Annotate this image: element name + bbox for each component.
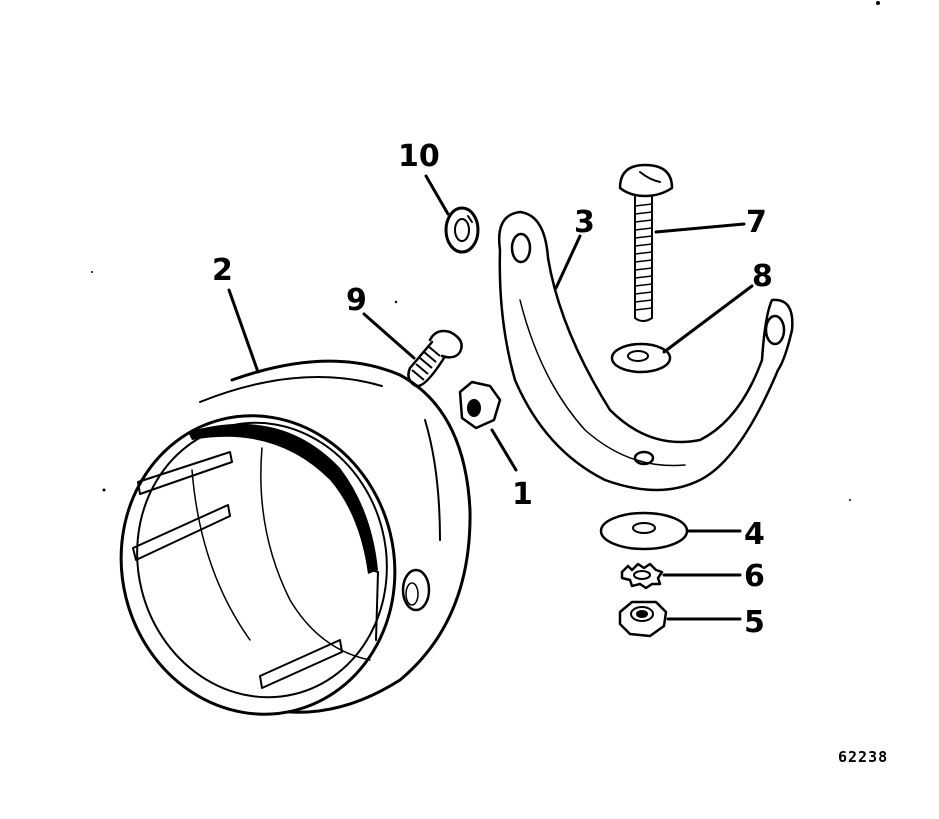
leader-7 <box>654 222 746 234</box>
bracket-outline <box>497 210 794 492</box>
hex-nut-5 <box>618 600 668 638</box>
housing-side-hole-inner <box>405 582 419 606</box>
lock-washer-10-split <box>467 215 473 223</box>
housing-inner-band <box>188 423 378 574</box>
housing-top-edge <box>199 376 383 403</box>
washer-8 <box>610 342 672 374</box>
bracket-hole-right <box>764 314 786 346</box>
washer-8-outer <box>610 342 672 374</box>
callout-6: 6 <box>744 559 765 594</box>
leader-8 <box>662 284 754 354</box>
bracket-hole-left <box>510 232 532 264</box>
washer-8-hole <box>627 350 649 362</box>
flat-washer-4 <box>599 511 689 551</box>
callout-7: 7 <box>746 205 767 240</box>
screw-threads <box>411 345 441 381</box>
housing-body-outline <box>230 359 472 714</box>
scan-specks <box>91 1 880 501</box>
housing-rim-outer <box>119 414 397 716</box>
leader-2 <box>227 288 260 374</box>
callout-5: 5 <box>744 605 765 640</box>
flat-washer-4-outer <box>599 511 689 551</box>
housing-tab-upper <box>137 451 233 495</box>
screw-shank <box>407 340 446 388</box>
bolt-shank <box>634 195 653 322</box>
leader-lines <box>227 174 754 621</box>
callout-1: 1 <box>512 477 533 512</box>
cup-housing <box>119 359 472 716</box>
hex-nut-5-hole <box>630 606 654 622</box>
callout-3: 3 <box>574 205 595 240</box>
carriage-bolt <box>618 163 674 322</box>
drawing-number: 62238 <box>838 748 888 766</box>
callout-4: 4 <box>744 517 765 552</box>
hex-nut-1-body <box>458 380 502 430</box>
housing-tab-lower <box>259 639 343 689</box>
screw-head <box>428 329 463 359</box>
lock-washer-10 <box>444 206 480 254</box>
bolt-head <box>618 163 674 198</box>
callout-10: 10 <box>398 139 440 174</box>
housing-interior-wall <box>260 447 371 661</box>
housing-interior-curve <box>191 469 251 641</box>
hex-nut-1 <box>458 380 502 430</box>
lock-washer-6-hole <box>633 570 651 580</box>
hex-nut-5-body <box>618 600 668 638</box>
housing-side-line <box>424 419 441 541</box>
bolt-head-slot <box>639 171 661 183</box>
callout-labels: 10 2 9 3 7 8 1 4 6 5 <box>212 139 773 640</box>
callout-9: 9 <box>346 283 367 318</box>
housing-slot <box>371 569 379 641</box>
callout-8: 8 <box>752 259 773 294</box>
leader-1 <box>490 428 518 472</box>
flat-washer-4-hole <box>632 522 656 534</box>
u-bracket <box>497 210 794 492</box>
leader-3 <box>554 234 582 290</box>
housing-side-hole <box>401 568 431 612</box>
leader-9 <box>362 312 416 360</box>
lock-washer-6-body <box>620 562 664 590</box>
lock-washer-10-outer <box>444 206 480 254</box>
lock-washer-6 <box>620 562 664 590</box>
screw-9 <box>407 329 463 388</box>
lock-washer-10-hole <box>454 218 470 242</box>
hex-nut-5-bore <box>636 610 648 618</box>
callout-2: 2 <box>212 253 233 288</box>
housing-tab-middle <box>132 504 231 561</box>
leader-10 <box>424 174 450 216</box>
bracket-hole-bottom <box>633 450 655 466</box>
bolt-threads <box>634 203 653 311</box>
hex-nut-1-hole <box>467 399 481 417</box>
